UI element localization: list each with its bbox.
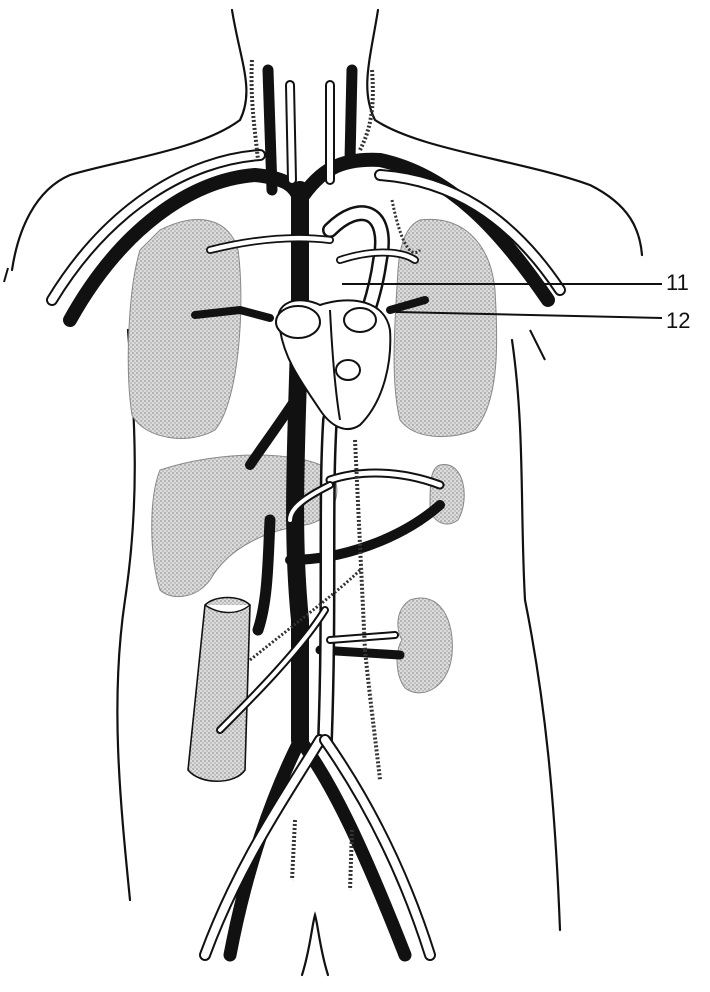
liver xyxy=(152,455,337,597)
label-11: 11 xyxy=(666,272,689,294)
iliac-artery-left xyxy=(325,740,430,955)
left-lung xyxy=(394,219,497,436)
left-ventricle xyxy=(336,360,360,380)
shoulder-tick-left xyxy=(4,268,8,282)
jugular-vein-left xyxy=(350,70,352,160)
label-12: 12 xyxy=(666,310,690,332)
intestine-segment xyxy=(188,598,250,782)
right-atrium xyxy=(276,306,320,338)
shoulder-tick-right xyxy=(530,330,545,360)
left-atrium xyxy=(344,308,376,332)
kidney xyxy=(397,598,452,693)
right-lung xyxy=(128,220,241,439)
